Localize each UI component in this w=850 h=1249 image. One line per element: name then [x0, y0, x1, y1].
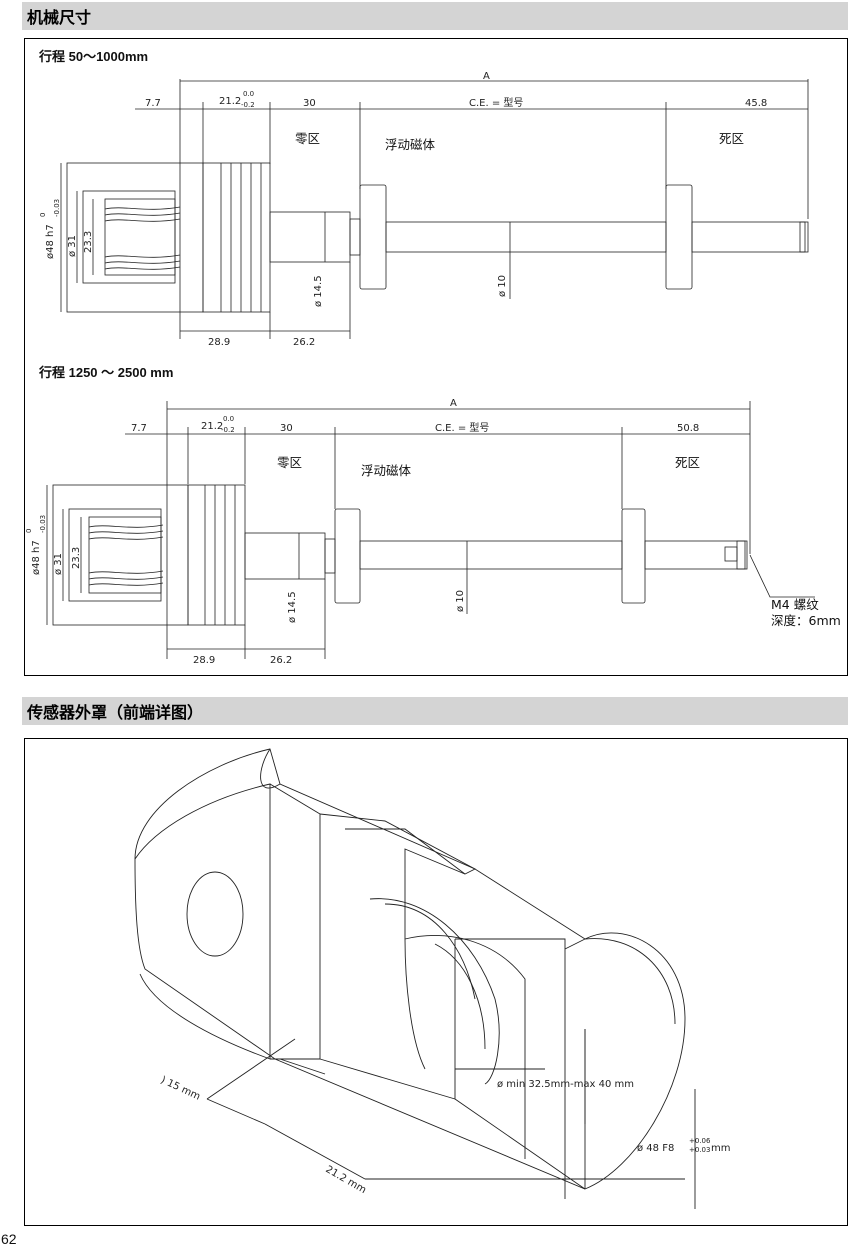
dim-30-1: 30 — [303, 98, 316, 109]
section-header-sensor: 传感器外罩（前端详图） — [22, 697, 848, 725]
dia-48-tol-u-1: 0 — [39, 213, 47, 217]
mechanical-drawing-frame: 行程 50～1000mm A 7.7 21.2 0.0 -0.2 30 C.E.… — [24, 38, 848, 676]
floating-magnet-2: 浮动磁体 — [361, 463, 412, 478]
dim-28-9-1: 28.9 — [208, 337, 230, 348]
tol-upper-2: 0.0 — [223, 415, 234, 423]
tol-upper-1: 0.0 — [243, 90, 254, 98]
dim-26-2-2: 26.2 — [270, 655, 292, 666]
dim-48-tol-u: +0.06 — [689, 1137, 711, 1145]
zone-zero-1: 零区 — [295, 131, 320, 146]
dim-21-2-1: 21.2 — [219, 96, 241, 107]
dim-end-1: 45.8 — [745, 98, 767, 109]
dia-14-5-1: ø 14.5 — [313, 275, 324, 307]
dim-48-tol-l: +0.03 — [689, 1146, 710, 1154]
dim-end-2: 50.8 — [677, 423, 699, 434]
dim-48-unit: mm — [711, 1143, 730, 1154]
dia-10-1: ø 10 — [497, 275, 508, 297]
dim-21-2-2: 21.2 — [201, 421, 223, 432]
zone-zero-2: 零区 — [277, 455, 302, 470]
section-title: 机械尺寸 — [27, 8, 92, 27]
page-number: 62 — [1, 1231, 17, 1247]
stroke-heading-2: 行程 1250 ～ 2500 mm — [38, 365, 173, 380]
dim-30-2: 30 — [280, 423, 293, 434]
thread-note: M4 螺纹 — [771, 597, 819, 612]
dim-bore-range: ø min 32.5mm-max 40 mm — [497, 1079, 634, 1090]
dia-48-2: ø48 h7 — [31, 540, 42, 575]
dia-31-1: ø 31 — [67, 235, 78, 257]
dim-28-9-2: 28.9 — [193, 655, 215, 666]
sensor-detail-drawing: ) 15 mm 21.2 mm ø min 32.5mm-max 40 mm ø… — [134, 748, 730, 1209]
dia-10-2: ø 10 — [455, 590, 466, 612]
dim-7-7-2: 7.7 — [131, 423, 147, 434]
floating-magnet-1: 浮动磁体 — [385, 137, 436, 152]
dia-48-1: ø48 h7 — [45, 224, 56, 259]
dim-a-2: A — [450, 398, 457, 409]
dia-14-5-2: ø 14.5 — [287, 591, 298, 623]
dia-48-tol-u-2: 0 — [25, 529, 33, 533]
dia-48-tol-l-2: -0.03 — [39, 515, 47, 533]
dim-26-2-1: 26.2 — [293, 337, 315, 348]
mechanical-drawing: 行程 50～1000mm A 7.7 21.2 0.0 -0.2 30 C.E.… — [25, 49, 841, 666]
dim-15: ) 15 mm — [159, 1075, 202, 1103]
dim-23-3-1: 23.3 — [83, 231, 94, 253]
tol-lower-2: -0.2 — [221, 426, 235, 434]
stroke-heading-1: 行程 50～1000mm — [38, 49, 148, 64]
depth-note: 深度：6mm — [771, 613, 841, 628]
zone-dead-2: 死区 — [675, 455, 700, 470]
dia-48-tol-l-1: -0.03 — [53, 199, 61, 217]
sensor-detail-frame: ) 15 mm 21.2 mm ø min 32.5mm-max 40 mm ø… — [24, 738, 848, 1226]
dim-a-1: A — [483, 71, 490, 82]
dia-31-2: ø 31 — [53, 553, 64, 575]
section-header-mechanical: 机械尺寸 — [22, 2, 848, 30]
dim-7-7-1: 7.7 — [145, 98, 161, 109]
dim-48-f8: ø 48 F8 — [637, 1143, 674, 1154]
section-title: 传感器外罩（前端详图） — [27, 703, 204, 722]
dim-23-3-2: 23.3 — [71, 547, 82, 569]
dim-ce-1: C.E. = 型号 — [469, 96, 523, 109]
tol-lower-1: -0.2 — [241, 101, 255, 109]
zone-dead-1: 死区 — [719, 131, 744, 146]
dim-ce-2: C.E. = 型号 — [435, 421, 489, 434]
